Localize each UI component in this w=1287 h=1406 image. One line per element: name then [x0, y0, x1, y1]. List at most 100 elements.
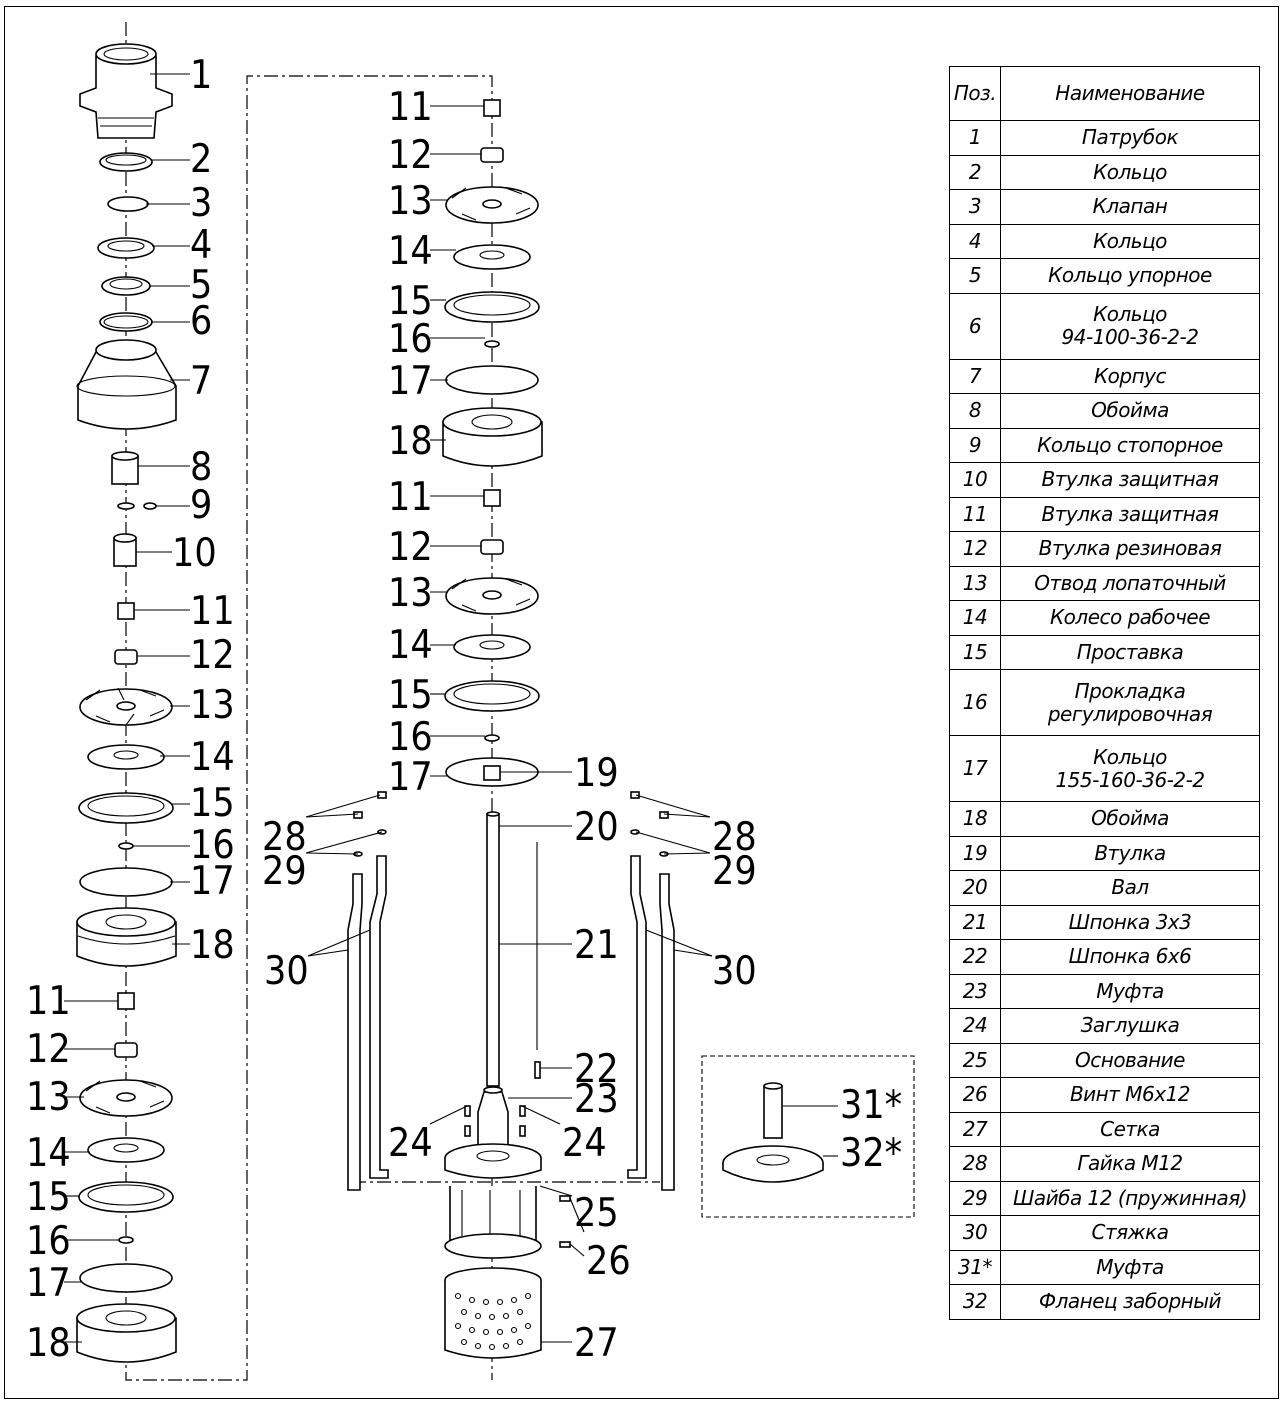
c-part-15-2	[444, 680, 540, 712]
callout-rod-left: 30	[264, 949, 309, 994]
row-name: Проставка	[1000, 634, 1260, 670]
row-name: Втулка защитная	[1000, 462, 1260, 498]
part-18-cage	[76, 907, 177, 967]
row-pos: 7	[949, 358, 1001, 394]
callout-center: 19	[574, 751, 619, 796]
callout-center: 15	[388, 279, 433, 324]
row-name: Обойма	[1000, 393, 1260, 429]
part-1-branch-pipe	[79, 43, 173, 139]
c-part-13-2	[445, 577, 539, 615]
row-pos: 16	[949, 669, 1001, 736]
row-name-line1: Кольцо	[1093, 744, 1167, 769]
row-pos: 32	[949, 1284, 1001, 1320]
callout-center: 12	[388, 525, 433, 570]
callout-left: 10	[172, 531, 217, 576]
row-name: Обойма	[1000, 801, 1260, 837]
callout-center: 24	[388, 1121, 433, 1166]
part-9-snap-ring	[117, 502, 157, 510]
row-pos: 23	[949, 973, 1001, 1009]
inset-coupling-flange	[701, 1055, 915, 1218]
row-pos: 4	[949, 223, 1001, 259]
callout-left: 18	[190, 923, 235, 968]
callout-center: 13	[388, 571, 433, 616]
center-stack	[442, 99, 571, 1359]
row-name-line2: 94-100-36-2-2	[1061, 325, 1199, 349]
callout-left: 13	[26, 1075, 71, 1120]
part-13-diffuser	[79, 687, 173, 726]
row-pos: 27	[949, 1111, 1001, 1147]
row-pos: 3	[949, 189, 1001, 225]
callout-center: 21	[574, 923, 619, 968]
callout-center: 16	[388, 317, 433, 362]
callout-left: 15	[26, 1175, 71, 1220]
callout-center: 24	[562, 1121, 607, 1166]
row-name: Фланец заборный	[1000, 1284, 1260, 1320]
row-pos: 2	[949, 154, 1001, 190]
row-pos: 20	[949, 870, 1001, 906]
callout-left: 1	[190, 53, 212, 98]
callout-left: 16	[26, 1219, 71, 1264]
callout-center: 13	[388, 179, 433, 224]
row-name: Корпус	[1000, 358, 1260, 394]
callout-left: 16	[190, 823, 235, 868]
callout-center: 11	[388, 85, 433, 130]
row-pos: 17	[949, 735, 1001, 802]
callout-inset: 32*	[840, 1131, 902, 1176]
part-10-sleeve	[113, 533, 137, 567]
part-14-impeller	[87, 744, 165, 770]
drawing-frame	[4, 6, 1279, 1399]
callout-left: 17	[26, 1261, 71, 1306]
callout-left: 4	[190, 223, 212, 268]
row-pos: 30	[949, 1215, 1001, 1251]
row-name: Заглушка	[1000, 1008, 1260, 1044]
part-11-sleeve-2	[117, 992, 135, 1010]
part-17-o-ring	[79, 867, 173, 897]
callout-left: 2	[190, 137, 212, 182]
c-part-20-shaft	[486, 811, 500, 1087]
row-pos: 8	[949, 393, 1001, 429]
callout-rod-right: 30	[712, 949, 757, 994]
row-name: Кольцо	[1000, 223, 1260, 259]
callout-center: 15	[388, 673, 433, 718]
callout-rod-left: 29	[262, 849, 307, 894]
c-part-27-strainer	[444, 1267, 542, 1359]
part-2-ring	[99, 152, 153, 172]
callout-left: 8	[190, 445, 212, 490]
row-name: Сетка	[1000, 1111, 1260, 1147]
tie-rods	[347, 791, 675, 1191]
callout-rod-right: 29	[712, 849, 757, 894]
callout-left: 3	[190, 181, 212, 226]
callout-center: 17	[388, 755, 433, 800]
callout-center: 27	[574, 1321, 619, 1366]
c-part-14-2	[453, 634, 531, 660]
row-name: Вал	[1000, 870, 1260, 906]
row-pos: 1	[949, 120, 1001, 156]
left-stack	[76, 43, 177, 1363]
table-header-row: Поз. Наименование	[949, 66, 1260, 121]
row-name: Втулка защитная	[1000, 496, 1260, 532]
row-name: Втулка резиновая	[1000, 531, 1260, 567]
callout-center: 17	[388, 359, 433, 404]
row-pos: 21	[949, 904, 1001, 940]
row-name: Муфта	[1000, 973, 1260, 1009]
